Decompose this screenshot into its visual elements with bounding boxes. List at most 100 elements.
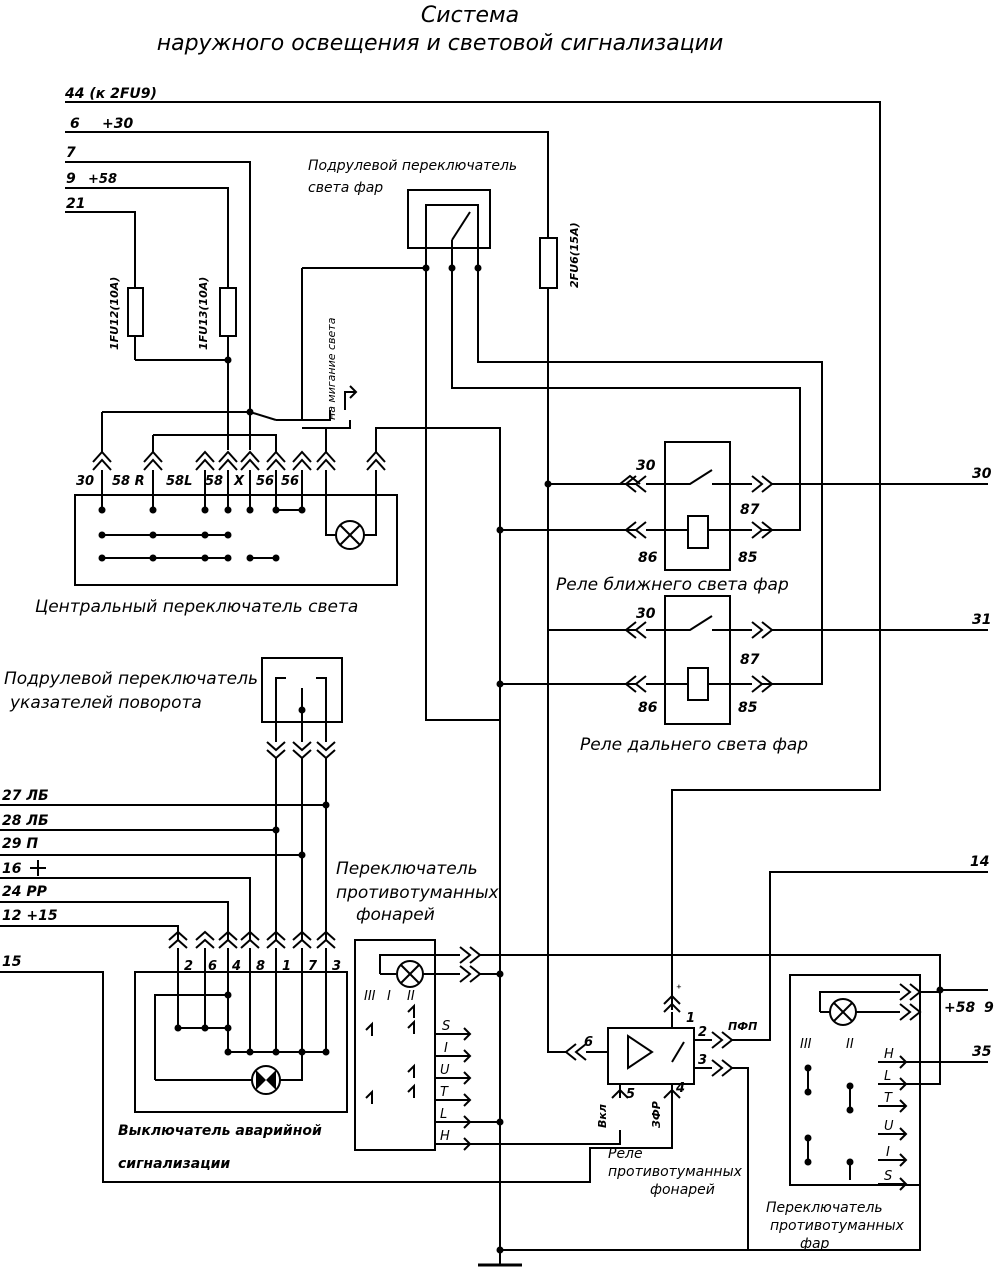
fog-lamp-switch-label-2: противотуманных [336,883,500,903]
wire-6-label: 6 [70,116,80,132]
hazard-pin-4: 4 [231,959,241,974]
fuse-1fu13-label: 1FU13(10А) [197,277,210,350]
central-pin-56b: 56 [281,474,299,489]
high-beam-relay: 30 87 86 85 Реле дальнего света фар 31 [496,595,991,755]
wire-28-label: 28 ЛБ [2,813,49,829]
hazard-pin-1: 1 [282,959,291,974]
central-switch-label: Центральный переключатель света [35,597,358,617]
fog-headlight-letter-h: H [884,1047,894,1062]
fog-lamp-letter-s: S [442,1019,450,1034]
fog-relay-zfr: ЗФР [650,1101,663,1128]
top-wires: 44 (к 2FU9) 6 +30 7 9 +58 21 [64,86,881,1010]
wire-12-label: 12 +15 [2,908,58,924]
hazard-label-1: Выключатель аварийной [118,1123,322,1139]
wire-21-label: 21 [66,196,85,212]
high-relay-label: Реле дальнего света фар [580,735,808,755]
wire-plus58-label: +58 [944,1000,975,1016]
fog-headlight-letter-s: S [884,1169,892,1184]
turn-switch-label-1: Подрулевой переключатель [4,669,258,689]
fuse-1fu12: 1FU12(10А) [108,277,144,360]
fog-relay-pin-5: 5 [626,1087,635,1102]
hazard-switch: Выключатель аварийной сигнализации 2 6 4… [118,930,348,1172]
fog-relay-label-1: Реле [608,1146,643,1162]
wire-15-label: 15 [2,954,22,970]
wire-35-label: 35 [972,1044,992,1060]
fog-headlight-switch: Переключатель противотуманных фар III II… [748,974,988,1252]
central-pin-30: 30 [76,474,94,489]
central-pin-x: X [233,474,245,489]
wire-29-label: 29 П [2,836,38,852]
fog-relay-pin-4: 4 [675,1081,685,1096]
fog-lamp-pos-1: I [387,989,391,1004]
wire-9-value: +58 [88,172,117,187]
fog-lamp-switch-label-3: фонарей [356,905,435,925]
fog-lamp-switch: Переключатель противотуманных фонарей II… [336,859,941,1151]
high-relay-pin-85: 85 [738,700,758,716]
ground-symbol [478,1246,748,1267]
fog-headlight-letter-l: L [884,1069,891,1084]
fog-relay-pfp: ПФП [728,1020,757,1033]
right-wires: 14 +58 9 35 [940,854,994,1060]
low-beam-relay: 30 87 86 85 Реле ближнего света фар 30 [496,441,992,595]
low-relay-pin-85: 85 [738,550,758,566]
title-line-2: наружного освещения и световой сигнализа… [157,31,724,56]
central-pin-58l: 58L [166,474,192,489]
headlight-stalk-switch: Подрулевой переключатель света фар [308,158,517,272]
title-line-1: Система [421,3,519,28]
fog-lamp-letter-h: H [440,1129,450,1144]
fuse-2fu6-label: 2FU6(15А) [568,222,581,288]
fog-relay-pin-3: 3 [698,1053,707,1068]
flash-note-label: на мигание света [325,317,338,420]
fog-relay-label-3: фонарей [650,1182,715,1198]
wire-27-label: 27 ЛБ [2,788,49,804]
wire-9-label: 9 [66,171,76,187]
fog-relay-plus-mark: ⁺ [676,982,682,995]
fog-headlight-letter-u: U [884,1119,894,1134]
hazard-pin-7: 7 [308,959,318,974]
fog-headlight-letter-t: T [884,1091,893,1106]
fuse-1fu13: 1FU13(10А) [197,277,237,450]
hazard-pin-2: 2 [184,959,193,974]
wire-9-right-label: 9 [984,1000,994,1016]
fog-headlight-label-2: противотуманных [770,1218,905,1234]
low-relay-pin-87: 87 [740,502,760,518]
fog-lamp-letter-t: T [440,1085,449,1100]
hazard-pin-8: 8 [256,959,265,974]
fog-headlight-letter-i: I [886,1145,890,1160]
fog-headlight-label-3: фар [800,1236,830,1252]
fog-lamp-pos-3: III [364,989,376,1004]
fog-relay-pin-6: 6 [584,1035,593,1050]
high-relay-output: 31 [972,612,991,628]
low-relay-pin-86: 86 [638,550,658,566]
low-relay-output: 30 [972,466,992,482]
headlight-switch-label-1: Подрулевой переключатель [308,158,517,174]
low-relay-pin-30: 30 [636,458,656,474]
central-light-switch: Центральный переключатель света 30 58 R … [35,408,501,1250]
hazard-pin-3: 3 [332,959,341,974]
wire-44-label: 44 (к 2FU9) [64,86,157,102]
central-pin-58: 58 [205,474,223,489]
fog-headlight-label-1: Переключатель [766,1200,883,1216]
fog-lamp-letter-u: U [440,1063,450,1078]
hazard-label-2: сигнализации [118,1156,230,1172]
wire-7-label: 7 [66,145,76,161]
fog-lamp-pos-2: II [407,989,415,1004]
wire-14-label: 14 [970,854,989,870]
wire-16-label: 16 [2,861,22,877]
high-relay-pin-86: 86 [638,700,658,716]
wire-6-value: +30 [102,116,133,132]
fog-lamp-letter-i: I [444,1041,448,1056]
left-wires: 27 ЛБ 28 ЛБ 29 П 16 24 РР 12 +15 15 [0,788,630,1183]
headlight-switch-label-2: света фар [308,180,383,196]
fog-relay: 1 ⁺ 6 2 ПФП 3 5 4 Вкл ЗФР Реле противоту… [547,630,988,1250]
low-relay-label: Реле ближнего света фар [556,575,789,595]
fuse-2fu6: 2FU6(15А) [539,222,581,630]
fog-relay-pin-2: 2 [698,1025,707,1040]
central-pin-56a: 56 [256,474,274,489]
hazard-pin-6: 6 [208,959,217,974]
fog-relay-pin-1: 1 [686,1011,695,1026]
fog-lamp-letter-l: L [440,1107,447,1122]
high-relay-pin-87: 87 [740,652,760,668]
turn-signal-stalk-switch: Подрулевой переключатель указателей пово… [4,657,343,940]
fog-headlight-pos-2: II [846,1037,854,1052]
